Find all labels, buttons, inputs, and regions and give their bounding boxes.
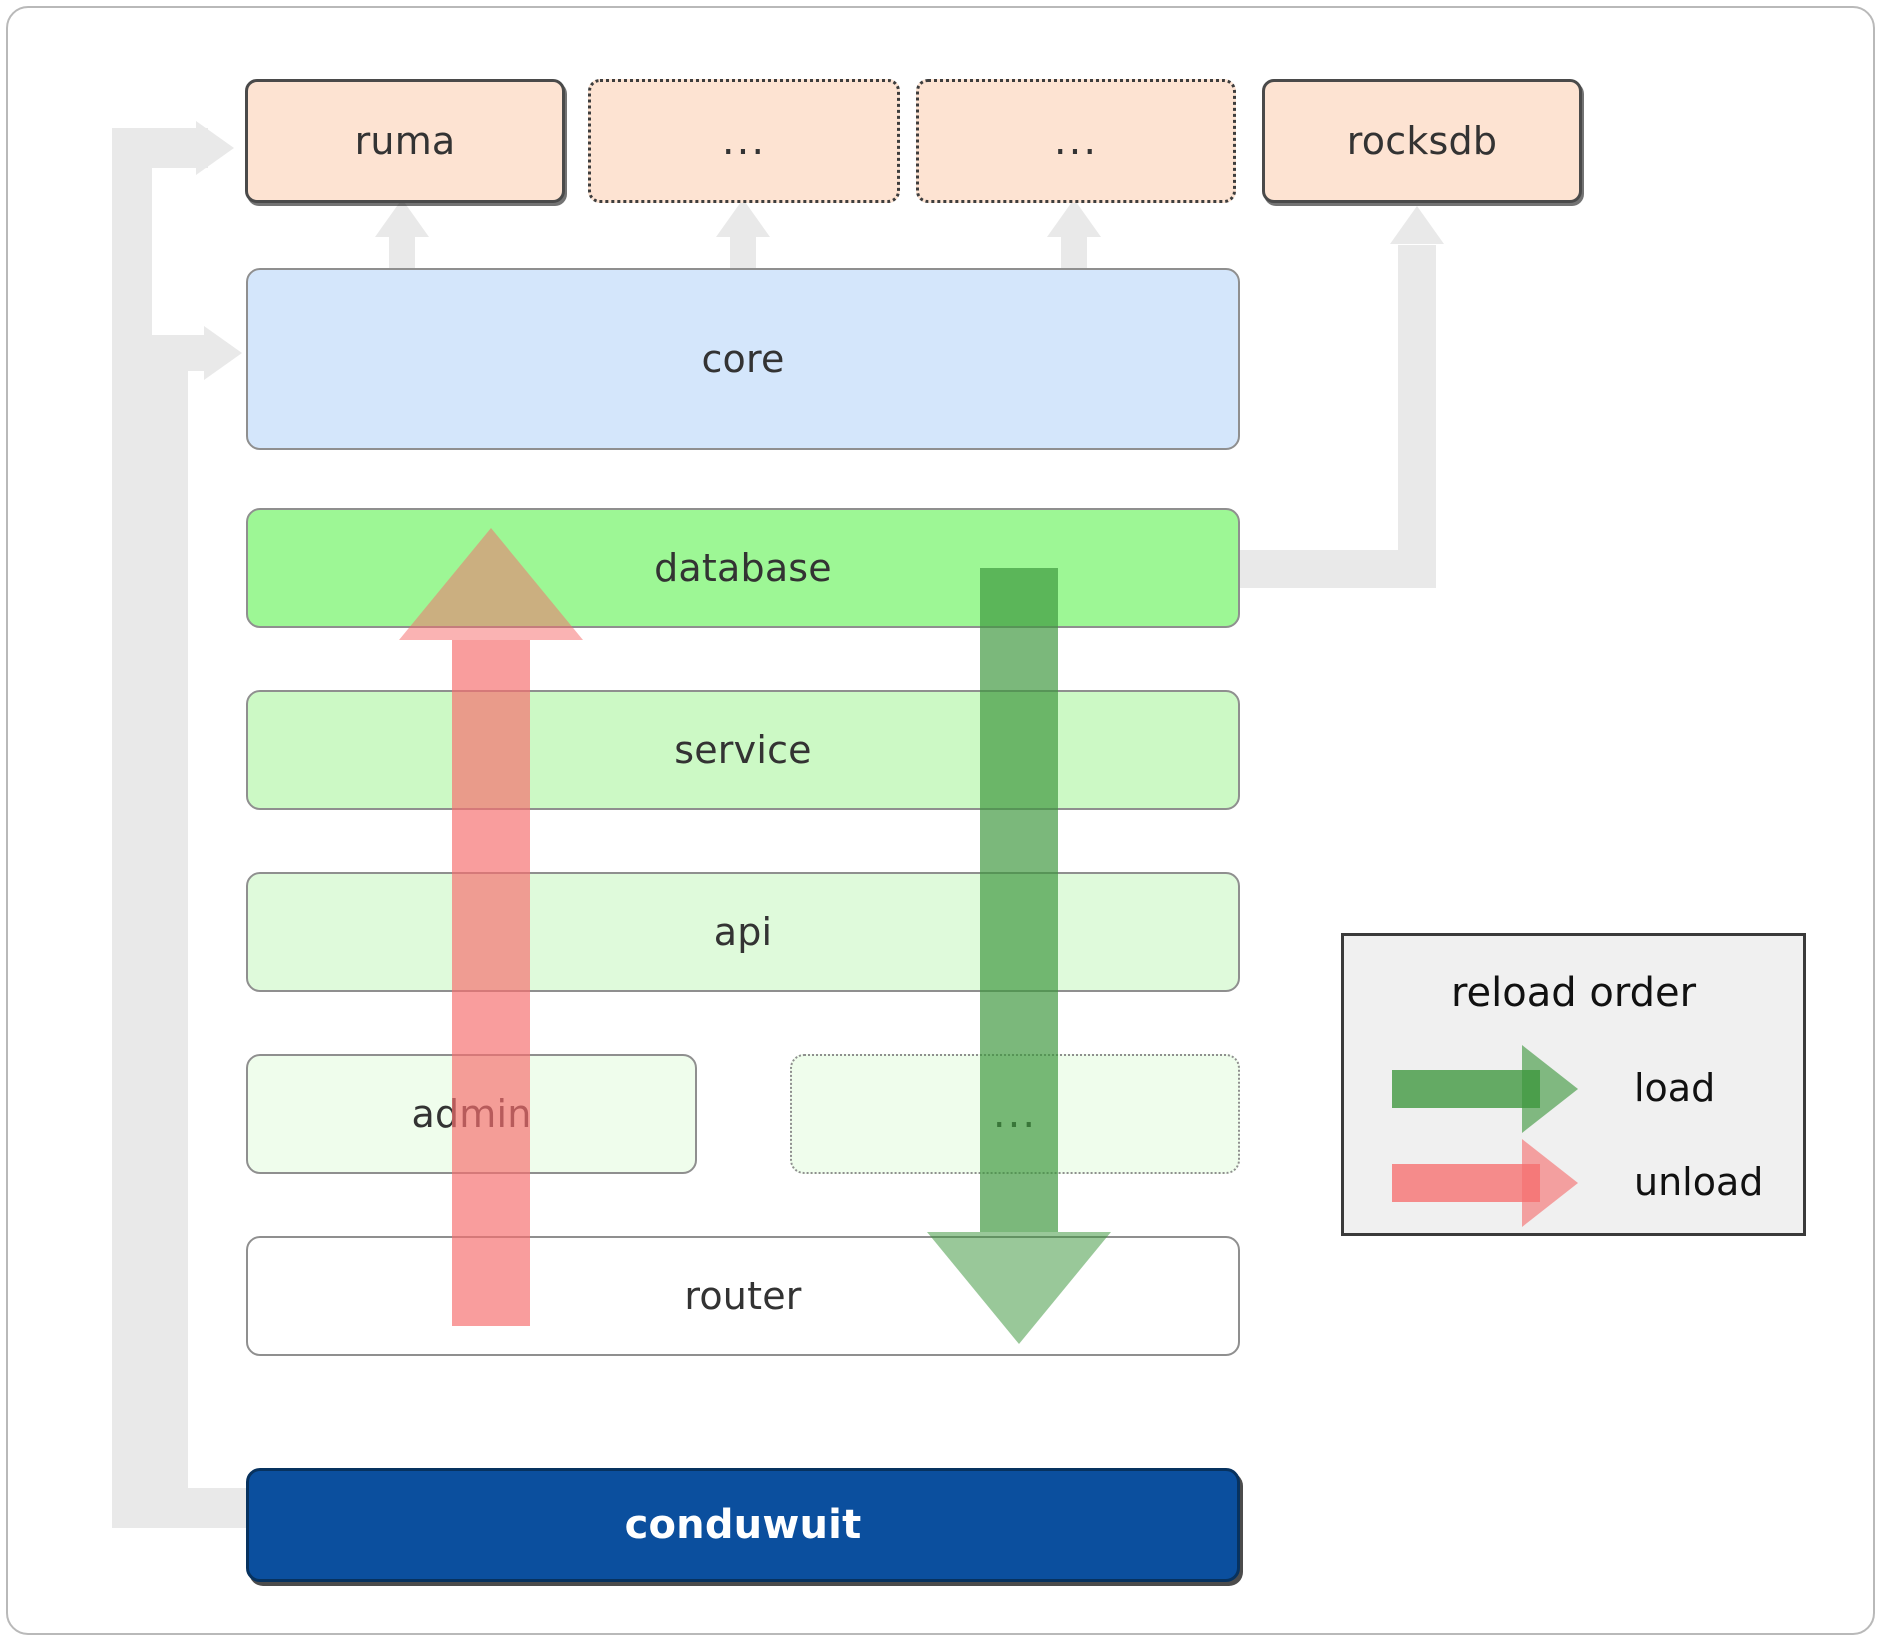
connector-arrow-to-ruma — [196, 121, 234, 175]
dependency-label-rocksdb: rocksdb — [1346, 119, 1498, 163]
load-arrow-head — [927, 1232, 1111, 1344]
dependency-node-2[interactable]: ... — [588, 79, 900, 203]
layer-label-database: database — [654, 546, 832, 590]
layer-label-core: core — [701, 337, 785, 381]
dependency-label-ruma: ruma — [354, 119, 456, 163]
legend-load-arrow-icon — [1522, 1045, 1578, 1133]
connector-database-to-rocksdb-horizontal — [1236, 550, 1416, 588]
connector-arrow-to-core — [204, 326, 242, 380]
connector-conduwuit-to-ruma-top — [112, 128, 208, 168]
connector-database-to-rocksdb-vertical — [1398, 245, 1436, 588]
legend-load-label: load — [1634, 1066, 1716, 1110]
unload-arrow-shaft — [452, 640, 530, 1326]
legend-load-bar — [1392, 1070, 1540, 1108]
unload-arrow-head — [399, 528, 583, 640]
connector-conduwuit-to-ruma-bottom — [112, 1488, 252, 1528]
layer-node-service[interactable]: service — [246, 690, 1240, 810]
connector-conduwuit-to-core-vertical — [152, 335, 188, 1488]
load-arrow-shaft — [980, 568, 1058, 1232]
core-to-dep3-arrow-icon — [1047, 199, 1101, 237]
connector-conduwuit-to-ruma-vertical — [112, 128, 152, 1528]
core-to-dep2-arrow-icon — [716, 199, 770, 237]
binary-node-conduwuit[interactable]: conduwuit — [246, 1468, 1240, 1582]
dependency-label-3: ... — [1053, 118, 1099, 164]
legend-row-unload: unload — [1344, 936, 1803, 1233]
connector-arrow-to-rocksdb — [1390, 206, 1444, 244]
layer-label-api: api — [713, 910, 773, 954]
dependency-node-3[interactable]: ... — [916, 79, 1236, 203]
diagram-frame — [6, 6, 1875, 1635]
legend-unload-label: unload — [1634, 1160, 1764, 1204]
legend-title: reload order — [1450, 970, 1697, 1016]
legend-unload-arrow-icon — [1522, 1139, 1578, 1227]
legend-row-load: load — [1344, 936, 1803, 1233]
layer-node-database[interactable]: database — [246, 508, 1240, 628]
layer-node-api[interactable]: api — [246, 872, 1240, 992]
dependency-label-2: ... — [721, 118, 767, 164]
dependency-node-ruma[interactable]: ruma — [245, 79, 565, 203]
legend-panel: reload order load unload — [1341, 933, 1806, 1236]
core-to-dep2-stem — [730, 232, 756, 268]
layer-label-service: service — [674, 728, 812, 772]
core-to-ruma-stem — [389, 232, 415, 268]
legend-unload-bar — [1392, 1164, 1540, 1202]
layer-label-router: router — [684, 1274, 802, 1318]
layer-node-core[interactable]: core — [246, 268, 1240, 450]
binary-label-conduwuit: conduwuit — [624, 1502, 862, 1548]
core-to-ruma-arrow-icon — [375, 199, 429, 237]
core-to-dep3-stem — [1061, 232, 1087, 268]
connector-conduwuit-to-core-top — [152, 335, 214, 371]
dependency-node-rocksdb[interactable]: rocksdb — [1262, 79, 1582, 203]
